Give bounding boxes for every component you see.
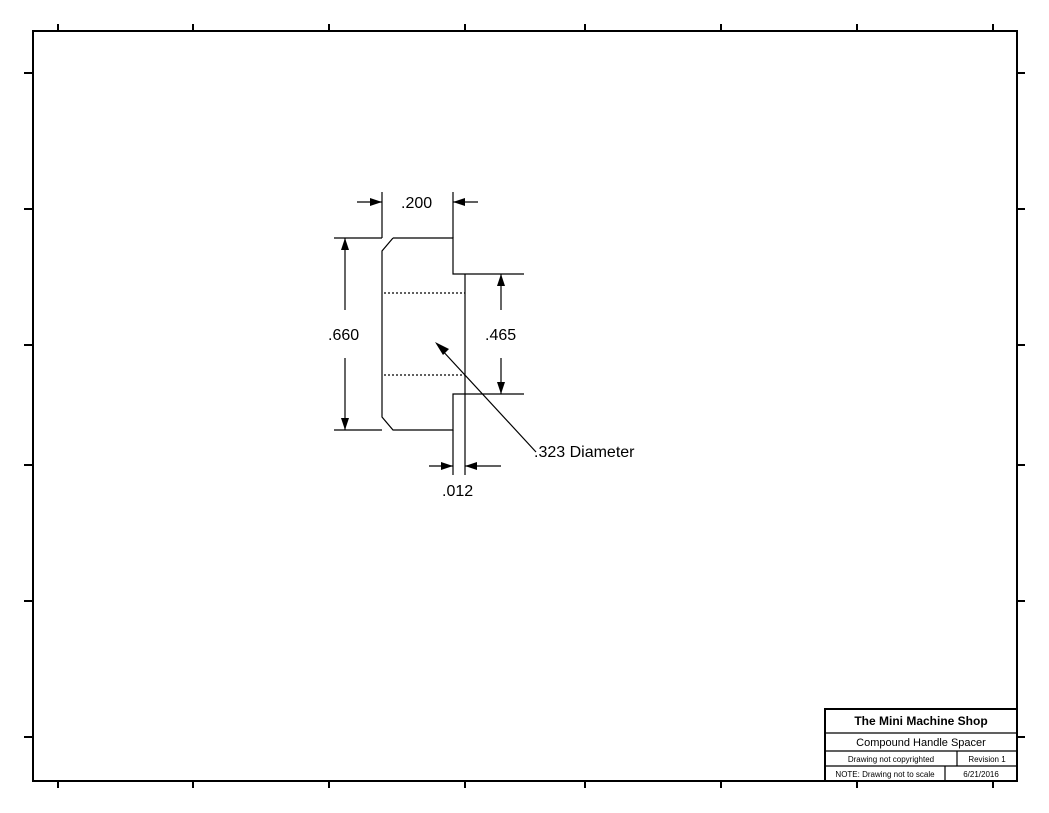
dimension-660: .660 [328,237,382,431]
dimension-012: .012 [429,462,501,500]
dimension-label-step-height: .465 [485,327,516,344]
dimension-label-overall-height: .660 [328,327,359,344]
drawing-date: 6/21/2016 [963,770,999,779]
copyright-note: Drawing not copyrighted [848,755,934,764]
dimension-200: .200 [357,192,478,238]
part-outline [381,237,524,475]
dimension-465: .465 [485,274,516,394]
title-block: The Mini Machine Shop Compound Handle Sp… [824,708,1018,782]
sheet-border [24,24,1025,788]
company-name: The Mini Machine Shop [854,714,987,728]
part-name: Compound Handle Spacer [856,737,986,749]
revision: Revision 1 [968,755,1006,764]
scale-note: NOTE: Drawing not to scale [835,770,935,779]
bore-leader: .323 Diameter [435,342,635,461]
dimension-label-step-offset: .012 [442,483,473,500]
dimension-label-top-width: .200 [401,195,432,212]
dimension-label-bore: .323 Diameter [534,444,635,461]
